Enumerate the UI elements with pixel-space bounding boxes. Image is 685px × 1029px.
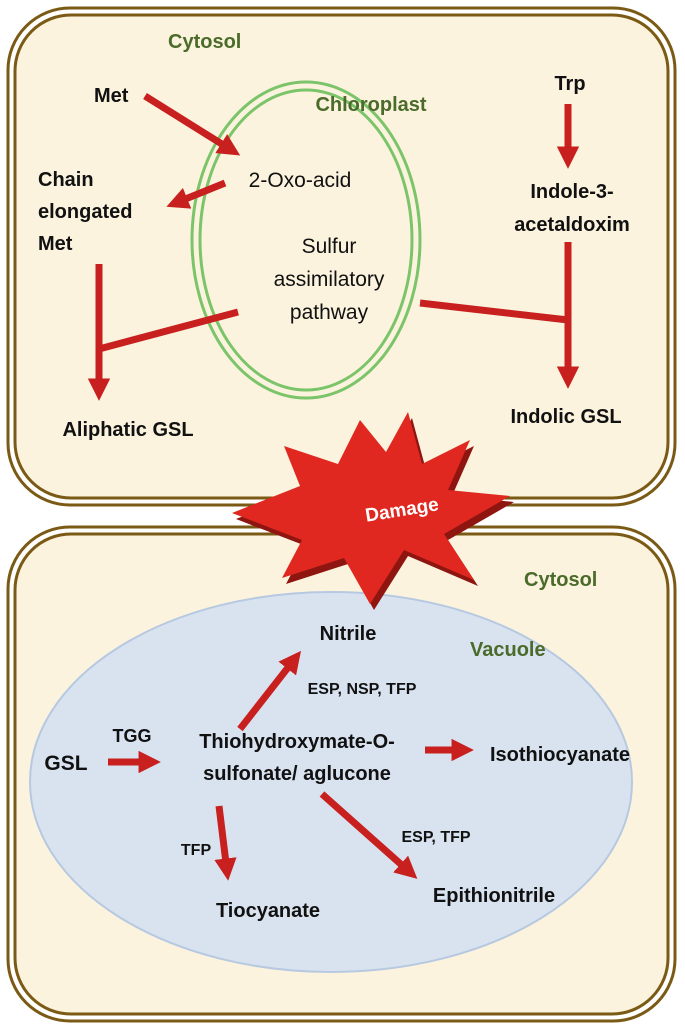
damage-burst-shape (232, 412, 510, 604)
bottom-cytosol-label: Cytosol (524, 569, 597, 591)
sulfur-pathway-label-line3: pathway (290, 301, 369, 324)
vacuole (29, 591, 633, 973)
sulfur-link-to-aliphatic (98, 308, 239, 353)
esp-nsp-tfp-label: ESP, NSP, TFP (308, 681, 417, 698)
met-label: Met (94, 85, 129, 107)
tgg-label: TGG (113, 726, 152, 746)
tfp-label: TFP (181, 842, 212, 859)
arrow-thio-to-tiocyanate (214, 805, 237, 881)
thio-label-line1: Thiohydroxymate-O- (199, 731, 395, 753)
trp-label: Trp (554, 73, 585, 95)
arrow-thio-to-nitrile (237, 650, 302, 732)
top-arrows (87, 93, 580, 401)
epithionitrile-label: Epithionitrile (433, 885, 555, 907)
gsl-label: GSL (44, 752, 87, 775)
aliphatic-gsl-label: Aliphatic GSL (62, 419, 193, 441)
chain-elongated-label-line2: elongated (38, 201, 132, 223)
arrow-met-to-oxo-acid (143, 93, 241, 156)
nitrile-label: Nitrile (320, 623, 377, 645)
sulfur-link-to-indolic (419, 299, 569, 324)
chloroplast-outer-membrane (190, 80, 422, 400)
chain-elongated-label-line1: Chain (38, 169, 94, 191)
chain-elongated-label-line3: Met (38, 233, 73, 255)
indole-label-line2: acetaldoxim (514, 214, 630, 236)
chloroplast-inner-membrane (198, 88, 414, 392)
indole-label-line1: Indole-3- (530, 181, 613, 203)
arrow-thio-to-epithionitrile (319, 791, 418, 879)
arrow-oxo-acid-to-chain-met (166, 179, 227, 209)
oxo-acid-label: 2-Oxo-acid (249, 169, 352, 192)
sulfur-pathway-label-line2: assimilatory (274, 268, 385, 291)
vacuole-label: Vacuole (470, 639, 546, 661)
thio-label-line2: sulfonate/ aglucone (203, 763, 391, 785)
damage-burst: Damage (232, 412, 514, 610)
chloroplast (190, 80, 422, 400)
chloroplast-label: Chloroplast (315, 94, 426, 116)
isothiocyanate-label: Isothiocyanate (490, 744, 630, 766)
indolic-gsl-label: Indolic GSL (510, 406, 621, 428)
bottom-arrows (108, 650, 474, 881)
sulfur-pathway-label-line1: Sulfur (302, 235, 357, 258)
tiocyanate-label: Tiocyanate (216, 900, 320, 922)
top-cytosol-label: Cytosol (168, 31, 241, 53)
esp-tfp-label: ESP, TFP (401, 829, 470, 846)
